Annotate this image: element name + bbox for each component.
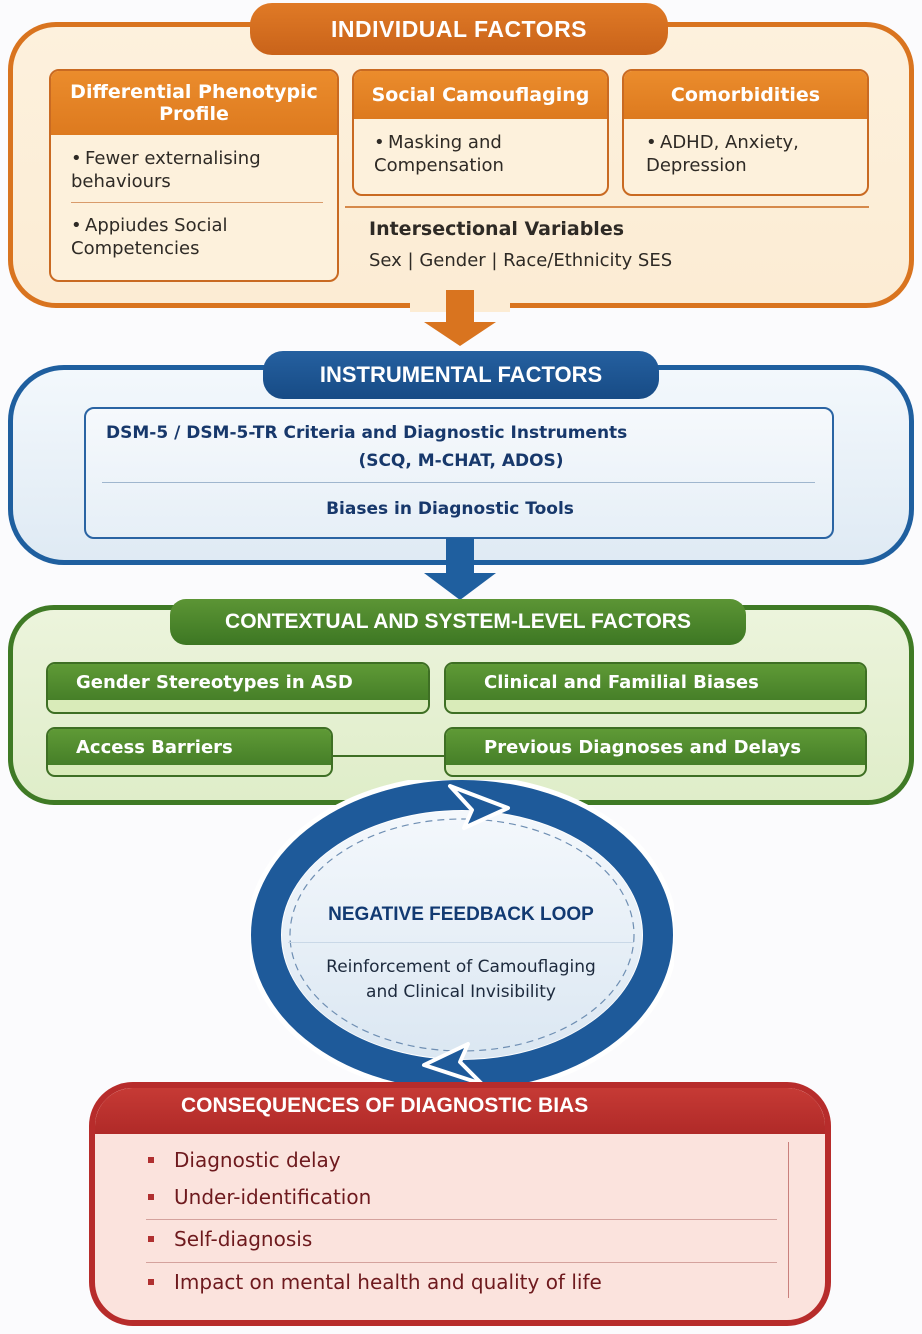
criteria-line-1: DSM-5 / DSM-5-TR Criteria and Diagnostic…: [106, 423, 628, 443]
factor-gender-stereotypes: Gender Stereotypes in ASD: [46, 662, 430, 714]
bullet-icon: [148, 1193, 154, 1200]
consequences-panel: [89, 1082, 831, 1326]
comorbidities-title: Comorbidities: [624, 71, 867, 119]
consequence-item: Self-diagnosis: [148, 1227, 312, 1251]
consequence-item: Under-identification: [148, 1185, 371, 1209]
loop-arrow-top-icon: [448, 784, 510, 830]
biases-in-diagnostic-tools: Biases in Diagnostic Tools: [326, 499, 574, 519]
bullet-icon: •: [71, 148, 82, 169]
factor-access-barriers: Access Barriers: [46, 727, 333, 777]
bullet-icon: [148, 1235, 154, 1242]
consequences-title: CONSEQUENCES OF DIAGNOSTIC BIAS: [181, 1094, 589, 1117]
diagnostic-instruments-box: [84, 407, 834, 539]
consequence-item: Impact on mental health and quality of l…: [148, 1270, 602, 1294]
phenotypic-item: •Appiudes Social Competencies: [71, 215, 228, 259]
arrow-down-icon: [424, 538, 496, 600]
instrumental-divider: [102, 482, 815, 483]
bullet-icon: [148, 1156, 154, 1163]
consequences-divider: [146, 1219, 777, 1220]
social-camouflaging-box: Social Camouflaging •Masking and Compens…: [352, 69, 609, 196]
bullet-icon: •: [71, 215, 82, 236]
bullet-icon: •: [374, 132, 385, 153]
arrow-shaft: [446, 290, 474, 323]
comorbidities-item: •ADHD, Anxiety, Depression: [646, 132, 799, 176]
criteria-line-2: (SCQ, M-CHAT, ADOS): [358, 451, 564, 471]
individual-factors-title: INDIVIDUAL FACTORS: [250, 3, 668, 55]
factor-previous-diagnoses: Previous Diagnoses and Delays: [444, 727, 867, 777]
loop-arrow-bottom-icon: [422, 1042, 484, 1086]
phenotypic-profile-title: Differential Phenotypic Profile: [51, 71, 337, 135]
loop-inner: [282, 811, 642, 1059]
bullet-icon: [148, 1278, 154, 1285]
bullet-icon: •: [646, 132, 657, 153]
divider: [71, 202, 323, 203]
feedback-loop-diagram: [250, 780, 674, 1090]
consequences-side-line: [788, 1142, 789, 1298]
arrow-shaft: [446, 538, 474, 574]
arrow-head: [424, 573, 496, 600]
intersectional-title: Intersectional Variables: [369, 218, 625, 240]
connector-line: [333, 755, 445, 757]
arrow-down-icon: [410, 290, 510, 346]
social-camouflaging-title: Social Camouflaging: [354, 71, 607, 119]
intersectional-divider: [345, 206, 869, 208]
arrow-head: [424, 322, 496, 346]
instrumental-factors-title: INSTRUMENTAL FACTORS: [263, 351, 659, 399]
factor-clinical-familial-biases: Clinical and Familial Biases: [444, 662, 867, 714]
feedback-loop-description: Reinforcement of Camouflaging and Clinic…: [326, 957, 596, 1002]
consequences-header-band: [95, 1088, 825, 1134]
camouflaging-item: •Masking and Compensation: [374, 132, 504, 176]
consequences-divider: [146, 1262, 777, 1263]
intersectional-variables: Sex | Gender | Race/Ethnicity SES: [369, 250, 673, 271]
comorbidities-box: Comorbidities •ADHD, Anxiety, Depression: [622, 69, 869, 196]
feedback-loop-title: NEGATIVE FEEDBACK LOOP: [328, 904, 594, 925]
phenotypic-item: •Fewer externalising behaviours: [71, 148, 261, 192]
loop-divider: [288, 942, 634, 943]
consequence-item: Diagnostic delay: [148, 1148, 341, 1172]
phenotypic-profile-box: Differential Phenotypic Profile •Fewer e…: [49, 69, 339, 282]
contextual-factors-title: CONTEXTUAL AND SYSTEM-LEVEL FACTORS: [170, 599, 746, 645]
